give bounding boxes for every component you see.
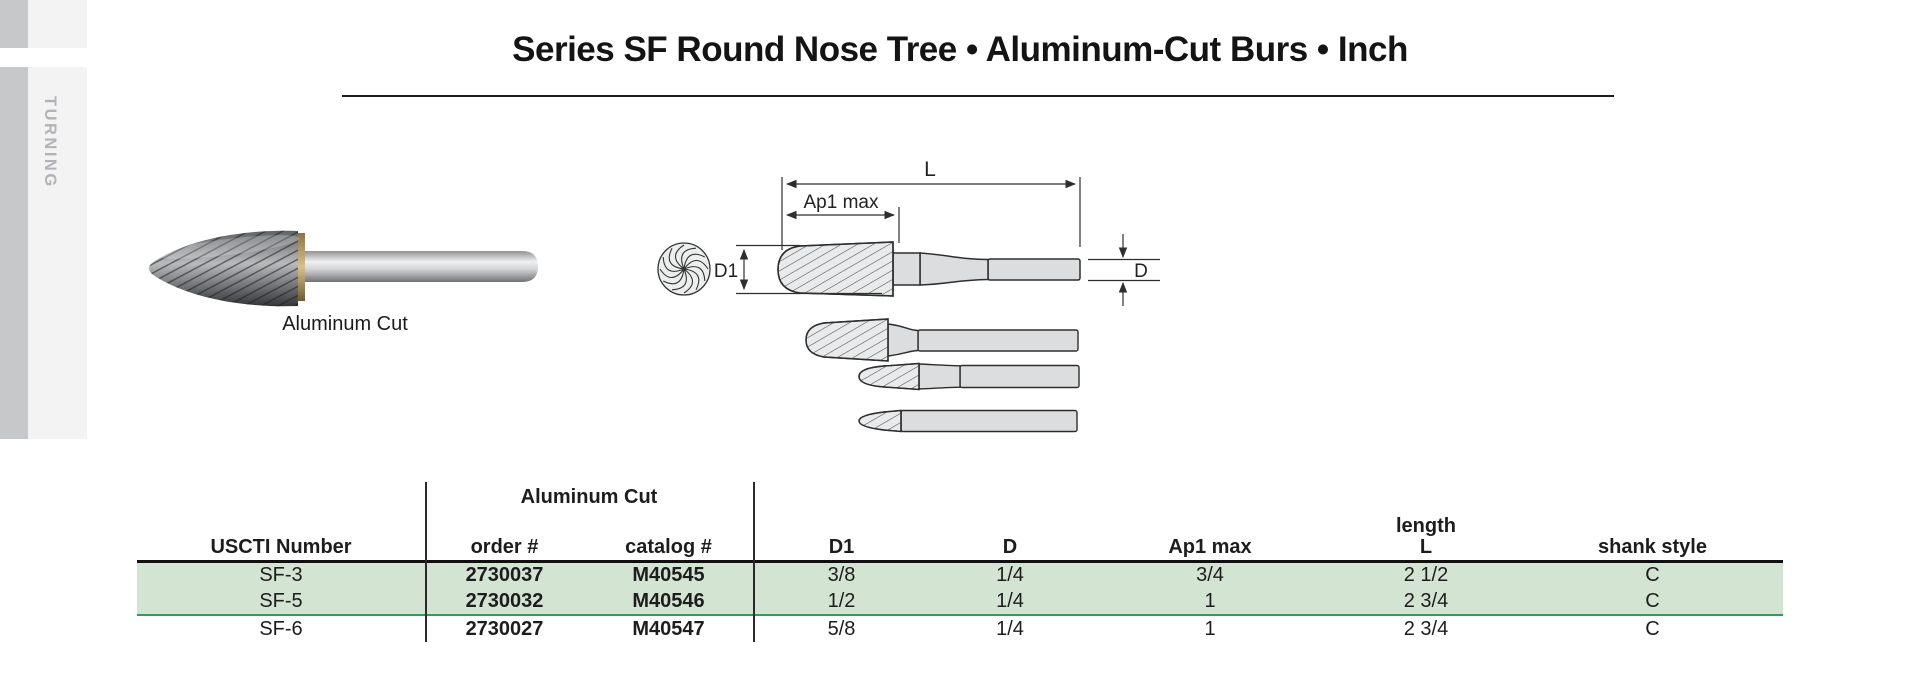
cell-ap1-max: 3/4 <box>1196 564 1224 586</box>
sidebar-tab-turning <box>28 67 87 439</box>
photo-caption: Aluminum Cut <box>282 313 408 335</box>
dimension-head-diameter <box>736 244 882 295</box>
column-header-length-l: length L <box>1396 515 1456 558</box>
dim-label-ap1-max: Ap1 max <box>804 192 879 213</box>
sidebar-edge-strip <box>0 67 28 439</box>
bur-size-3 <box>858 362 1080 391</box>
cell-ap1-max: 1 <box>1204 590 1216 612</box>
bur-size-4 <box>858 409 1078 433</box>
length-super-label: length <box>1396 515 1456 537</box>
spec-table: Aluminum Cut USCTI Number order # catalo… <box>137 482 1783 642</box>
table-vertical-divider-2 <box>753 482 755 642</box>
cell-shank-style: C <box>1645 590 1660 612</box>
column-header-uscti-number: USCTI Number <box>210 536 352 558</box>
cell-d: 1/4 <box>996 590 1024 612</box>
cell-ap1-max: 1 <box>1204 618 1216 640</box>
column-header-catalog-number: catalog # <box>625 536 712 558</box>
bur-head-photo <box>149 230 300 307</box>
group-header-aluminum-cut: Aluminum Cut <box>520 486 658 508</box>
title-rule <box>342 95 1614 97</box>
braze-ring-photo <box>295 233 305 301</box>
cell-order-number: 2730037 <box>465 564 544 586</box>
header-rule <box>137 560 1783 563</box>
dimension-shank-diameter <box>1088 234 1160 306</box>
table-row-sf6: SF-6 2730027 M40547 5/8 1/4 1 2 3/4 C <box>137 616 1783 642</box>
cell-usct-number: SF-5 <box>259 590 303 612</box>
dimension-flute-length <box>785 207 900 243</box>
cell-d1: 5/8 <box>827 618 856 640</box>
cell-usct-number: SF-3 <box>259 564 303 586</box>
product-photo <box>149 230 538 307</box>
cell-d1: 3/8 <box>827 564 856 586</box>
sidebar-edge-strip-top <box>0 0 28 48</box>
bur-end-view <box>657 242 711 296</box>
cell-catalog-number: M40547 <box>632 618 705 640</box>
cell-shank-style: C <box>1645 618 1660 640</box>
column-header-ap1-max: Ap1 max <box>1168 536 1252 558</box>
bur-shank-photo <box>303 251 538 282</box>
column-header-d1: D1 <box>828 536 855 558</box>
technical-diagram: L Ap1 max D1 D <box>657 158 1160 433</box>
cell-catalog-number: M40546 <box>632 590 705 612</box>
cell-length: 2 3/4 <box>1403 590 1449 612</box>
cell-order-number: 2730032 <box>465 590 544 612</box>
green-divider-rule <box>137 614 1783 616</box>
sidebar-tab-top <box>28 0 87 48</box>
column-header-d: D <box>1002 536 1018 558</box>
cell-catalog-number: M40545 <box>632 564 705 586</box>
cell-d: 1/4 <box>996 618 1024 640</box>
dim-label-d1: D1 <box>714 261 738 282</box>
table-row-sf5: SF-5 2730032 M40546 1/2 1/4 1 2 3/4 C <box>137 588 1783 614</box>
cell-d1: 1/2 <box>827 590 856 612</box>
column-header-shank-style: shank style <box>1598 536 1707 558</box>
column-header-order-number: order # <box>470 536 539 558</box>
cell-d: 1/4 <box>996 564 1024 586</box>
dim-label-d: D <box>1134 261 1148 282</box>
bur-size-2 <box>805 318 1079 362</box>
cell-shank-style: C <box>1645 564 1660 586</box>
dim-label-l: L <box>924 158 936 181</box>
cell-length: 2 1/2 <box>1403 564 1449 586</box>
dimension-overall-length <box>781 177 1081 250</box>
cell-order-number: 2730027 <box>465 618 544 640</box>
cell-length: 2 3/4 <box>1403 618 1449 640</box>
table-vertical-divider-1 <box>425 482 427 642</box>
cell-usct-number: SF-6 <box>259 618 303 640</box>
table-header: Aluminum Cut USCTI Number order # catalo… <box>137 482 1783 563</box>
page-title: Series SF Round Nose Tree • Aluminum-Cut… <box>512 30 1408 69</box>
main-bur-side-view <box>777 241 1081 297</box>
sidebar-tab-label: TURNING <box>41 96 59 189</box>
table-row-sf3: SF-3 2730037 M40545 3/8 1/4 3/4 2 1/2 C <box>137 562 1783 588</box>
